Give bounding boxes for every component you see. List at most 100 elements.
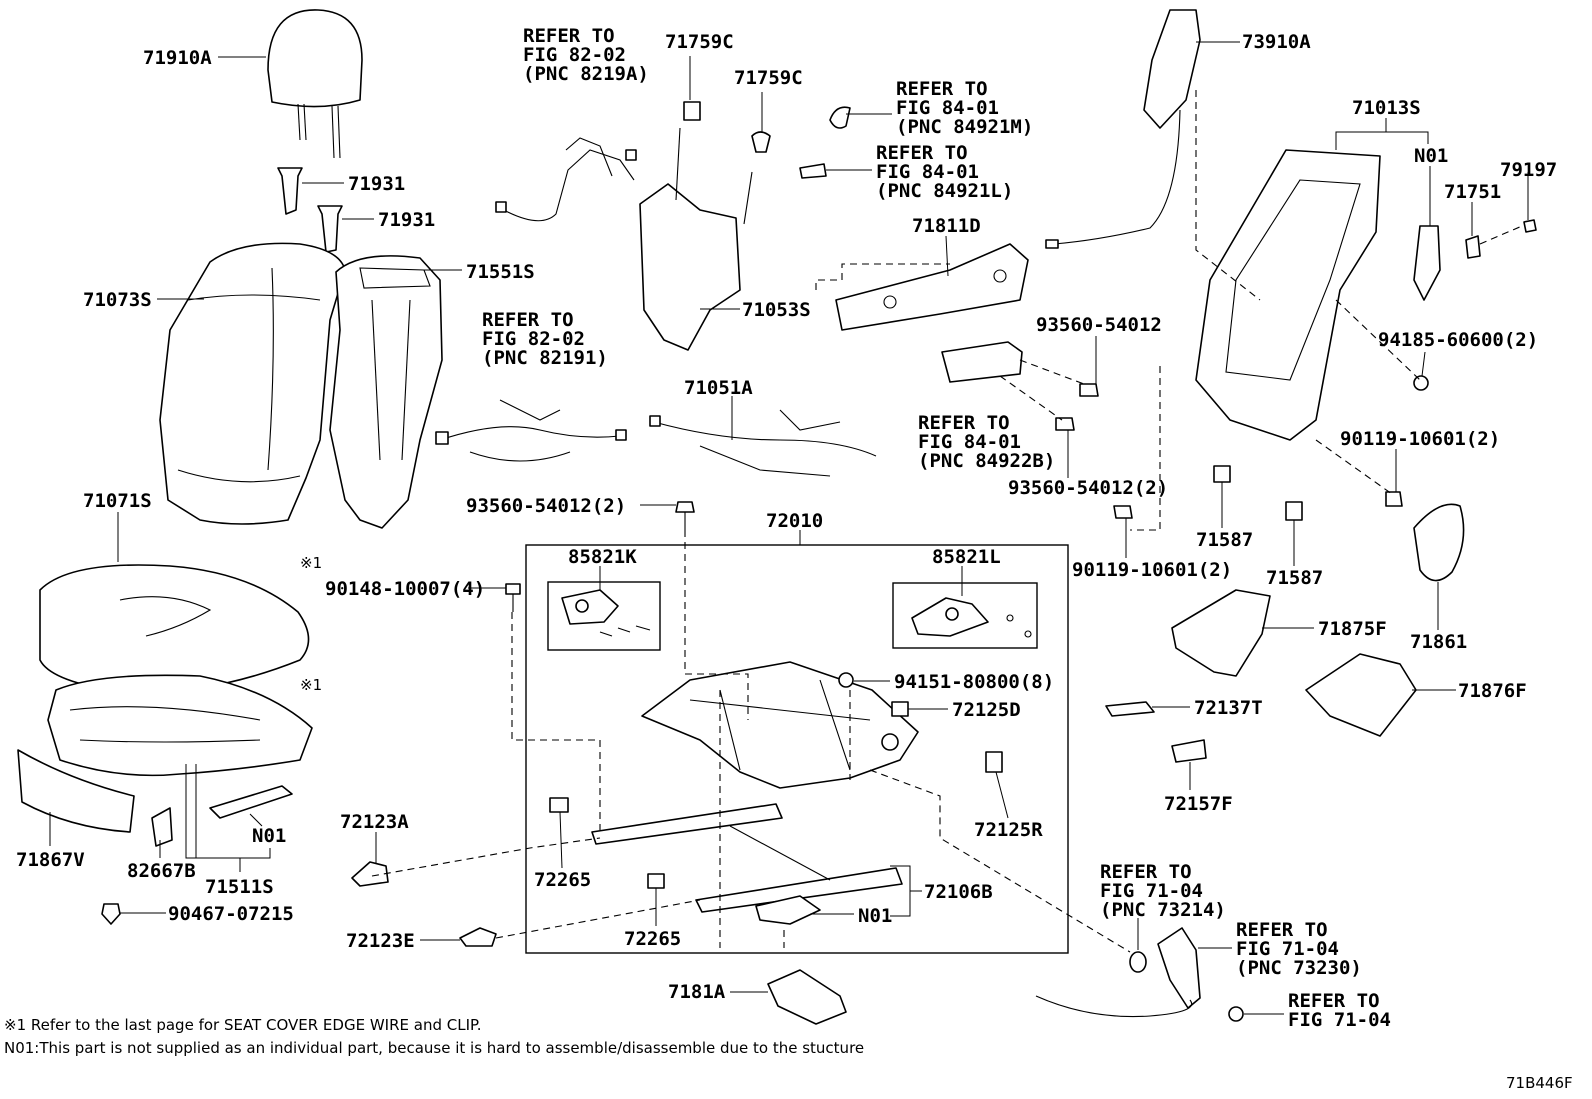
small-clips-drawing bbox=[549, 672, 1003, 889]
label-71759C-lower: 71759C bbox=[734, 67, 803, 89]
leader-lines bbox=[49, 41, 1529, 1015]
harness-71051a-drawing bbox=[649, 409, 877, 477]
label-90119-upper: 90119-10601(2) bbox=[1340, 428, 1500, 450]
label-72125D: 72125D bbox=[952, 699, 1021, 721]
harness-8219a-drawing bbox=[495, 137, 637, 222]
svg-text:(PNC 84922B): (PNC 84922B) bbox=[918, 450, 1055, 472]
svg-text:REFER TO: REFER TO bbox=[876, 142, 968, 164]
seatback-cover-drawing bbox=[159, 242, 346, 525]
mark-edge-wire-upper: ※1 bbox=[300, 554, 322, 572]
callout-labels: 71910A 71931 71931 71073S 71551S 71071S … bbox=[16, 25, 1557, 1031]
recliner-cover-drawing bbox=[1413, 503, 1465, 582]
harness-82191-drawing bbox=[435, 399, 627, 462]
motor-85821k-drawing bbox=[547, 581, 661, 651]
svg-text:FIG 84-01: FIG 84-01 bbox=[896, 97, 999, 119]
svg-text:(PNC 73230): (PNC 73230) bbox=[1236, 957, 1362, 979]
label-93560-lower: 93560-54012(2) bbox=[466, 495, 626, 517]
refer-8219A: REFER TO FIG 82-02 (PNC 8219A) bbox=[523, 25, 649, 85]
label-72265-right: 72265 bbox=[624, 928, 681, 950]
refer-73214: REFER TO FIG 71-04 (PNC 73214) bbox=[1100, 861, 1226, 921]
clips-71587-drawing bbox=[1213, 465, 1303, 521]
label-71861: 71861 bbox=[1410, 631, 1467, 653]
svg-text:FIG 71-04: FIG 71-04 bbox=[1236, 938, 1339, 960]
label-71759C-upper: 71759C bbox=[665, 31, 734, 53]
label-71587-left: 71587 bbox=[1196, 529, 1253, 551]
label-71910A: 71910A bbox=[143, 47, 212, 69]
label-72123A: 72123A bbox=[340, 811, 409, 833]
seatback-pad-drawing bbox=[329, 255, 443, 529]
svg-text:FIG 84-01: FIG 84-01 bbox=[876, 161, 979, 183]
svg-text:REFER TO: REFER TO bbox=[523, 25, 615, 47]
refer-84921L: REFER TO FIG 84-01 (PNC 84921L) bbox=[876, 142, 1013, 202]
svg-text:FIG 84-01: FIG 84-01 bbox=[918, 431, 1021, 453]
track-covers-drawing bbox=[351, 861, 497, 947]
dashed-connectors bbox=[371, 90, 1523, 953]
refer-7104: REFER TO FIG 71-04 bbox=[1288, 990, 1391, 1031]
headrest-drawing bbox=[267, 9, 363, 159]
label-90119-lower: 90119-10601(2) bbox=[1072, 559, 1232, 581]
label-71073S: 71073S bbox=[83, 289, 152, 311]
label-71053S: 71053S bbox=[742, 299, 811, 321]
label-94185: 94185-60600(2) bbox=[1378, 329, 1538, 351]
label-71876F: 71876F bbox=[1458, 680, 1527, 702]
clip-71759c-drawing bbox=[683, 101, 771, 153]
label-73910A: 73910A bbox=[1242, 31, 1311, 53]
label-82667B: 82667B bbox=[127, 860, 196, 882]
label-93560-right: 93560-54012(2) bbox=[1008, 477, 1168, 499]
footnote-edge-wire: ※1 Refer to the last page for SEAT COVER… bbox=[4, 1016, 481, 1034]
label-85821K: 85821K bbox=[568, 546, 637, 568]
bracket-7181a-drawing bbox=[767, 969, 847, 1025]
label-71875F: 71875F bbox=[1318, 618, 1387, 640]
label-72265-left: 72265 bbox=[534, 869, 591, 891]
label-71071S: 71071S bbox=[83, 490, 152, 512]
refer-82191: REFER TO FIG 82-02 (PNC 82191) bbox=[482, 309, 608, 369]
seatbelt-buckle-drawing bbox=[1035, 927, 1244, 1022]
motor-85821l-drawing bbox=[892, 582, 1038, 649]
svg-text:REFER TO: REFER TO bbox=[482, 309, 574, 331]
label-71551S: 71551S bbox=[466, 261, 535, 283]
label-93560-upper: 93560-54012 bbox=[1036, 314, 1162, 336]
label-72010: 72010 bbox=[766, 510, 823, 532]
clip-82667b-drawing bbox=[151, 807, 173, 847]
label-94151: 94151-80800(8) bbox=[894, 671, 1054, 693]
label-71511S: 71511S bbox=[205, 876, 274, 898]
label-71587-right: 71587 bbox=[1266, 567, 1323, 589]
label-71811D: 71811D bbox=[912, 215, 981, 237]
side-shield-drawing bbox=[835, 243, 1029, 331]
refer-84922B: REFER TO FIG 84-01 (PNC 84922B) bbox=[918, 412, 1055, 472]
svg-text:REFER TO: REFER TO bbox=[918, 412, 1010, 434]
side-airbag-drawing bbox=[1045, 9, 1201, 249]
headrest-guide-drawing bbox=[277, 167, 343, 253]
svg-text:REFER TO: REFER TO bbox=[1288, 990, 1380, 1012]
label-71931-upper: 71931 bbox=[348, 173, 405, 195]
seatback-frame-drawing bbox=[1195, 149, 1381, 441]
footnote-n01: N01:This part is not supplied as an indi… bbox=[4, 1039, 864, 1057]
seat-shields-drawing bbox=[1171, 589, 1417, 737]
label-71867V: 71867V bbox=[16, 849, 85, 871]
svg-text:REFER TO: REFER TO bbox=[1100, 861, 1192, 883]
track-motor-drawing bbox=[755, 895, 821, 925]
label-71051A: 71051A bbox=[684, 377, 753, 399]
refer-73230: REFER TO FIG 71-04 (PNC 73230) bbox=[1236, 919, 1362, 979]
bolt-93560-pair-drawing bbox=[1055, 383, 1099, 431]
switch-knob-drawing bbox=[799, 106, 851, 179]
label-71931-lower: 71931 bbox=[378, 209, 435, 231]
illustration-id: 71B446F bbox=[1506, 1074, 1573, 1092]
label-7181A: 7181A bbox=[668, 981, 726, 1003]
assembly-72010-bracket bbox=[525, 544, 1069, 954]
recliner-motor-drawing bbox=[1413, 219, 1537, 301]
switch-84922b-drawing bbox=[941, 341, 1023, 383]
cushion-cover-drawing bbox=[39, 564, 310, 693]
label-n01-track: N01 bbox=[858, 905, 892, 927]
svg-text:(PNC 8219A): (PNC 8219A) bbox=[523, 63, 649, 85]
clip-90467-drawing bbox=[101, 903, 121, 925]
label-71013S: 71013S bbox=[1352, 97, 1421, 119]
label-72125R: 72125R bbox=[974, 819, 1043, 841]
mark-edge-wire-lower: ※1 bbox=[300, 676, 322, 694]
seat-track-drawing bbox=[591, 803, 903, 913]
label-90467: 90467-07215 bbox=[168, 903, 294, 925]
svg-text:REFER TO: REFER TO bbox=[896, 78, 988, 100]
refer-84921M: REFER TO FIG 84-01 (PNC 84921M) bbox=[896, 78, 1033, 138]
label-72157F: 72157F bbox=[1164, 793, 1233, 815]
svg-text:FIG 71-04: FIG 71-04 bbox=[1100, 880, 1203, 902]
